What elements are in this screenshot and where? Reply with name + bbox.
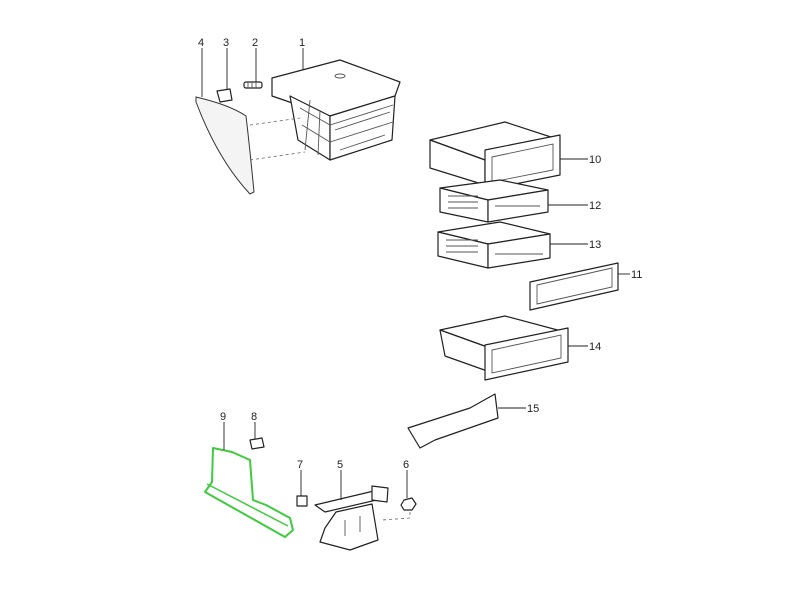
part-5-bracket[interactable] bbox=[314, 485, 389, 551]
part-8-clip[interactable] bbox=[249, 437, 265, 450]
label-9[interactable]: 9 bbox=[220, 411, 226, 423]
label-13[interactable]: 13 bbox=[589, 239, 601, 251]
part-3-clip[interactable] bbox=[216, 88, 233, 103]
part-13-cassette-box[interactable] bbox=[437, 221, 551, 269]
part-11-cover-frame[interactable] bbox=[529, 262, 619, 311]
part-14-storage-compartment[interactable] bbox=[439, 315, 569, 381]
label-3[interactable]: 3 bbox=[223, 37, 229, 49]
part-4-trim-panel[interactable] bbox=[195, 96, 306, 195]
label-11[interactable]: 11 bbox=[631, 269, 642, 281]
label-8[interactable]: 8 bbox=[251, 411, 257, 423]
part-labels: 4 3 2 1 10 12 13 11 14 15 9 8 7 5 6 bbox=[198, 37, 642, 471]
label-5[interactable]: 5 bbox=[337, 459, 343, 471]
part-7-clip-nut[interactable] bbox=[296, 495, 308, 507]
leader-lines bbox=[201, 48, 630, 500]
label-2[interactable]: 2 bbox=[252, 37, 258, 49]
label-14[interactable]: 14 bbox=[589, 341, 601, 353]
part-6-nut[interactable] bbox=[381, 497, 417, 521]
label-4[interactable]: 4 bbox=[198, 37, 204, 49]
label-7[interactable]: 7 bbox=[297, 459, 303, 471]
label-6[interactable]: 6 bbox=[403, 459, 409, 471]
part-15-trim[interactable] bbox=[407, 393, 499, 449]
label-15[interactable]: 15 bbox=[527, 403, 539, 415]
part-2-screw[interactable] bbox=[243, 81, 263, 89]
label-12[interactable]: 12 bbox=[589, 200, 601, 212]
part-9-side-trim[interactable] bbox=[204, 447, 294, 538]
label-10[interactable]: 10 bbox=[589, 154, 601, 166]
part-1-frame[interactable] bbox=[271, 59, 401, 161]
part-10-storage-compartment[interactable] bbox=[429, 121, 561, 191]
label-1[interactable]: 1 bbox=[299, 37, 305, 49]
part-12-cassette-box[interactable] bbox=[439, 179, 549, 223]
